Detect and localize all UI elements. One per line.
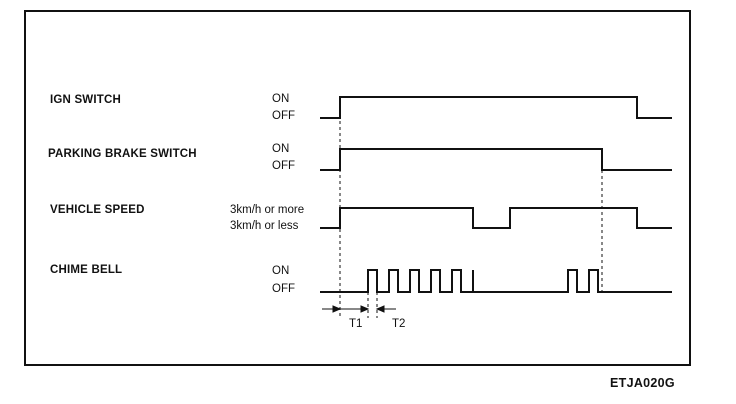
t2-arrow-left bbox=[375, 305, 385, 313]
signal-name-chime-bell: CHIME BELL bbox=[50, 264, 123, 276]
signal-name-ign-switch: IGN SWITCH bbox=[50, 94, 121, 106]
ign-switch-on-label: ON bbox=[272, 93, 290, 105]
signal-name-parking-brake-switch: PARKING BRAKE SWITCH bbox=[48, 148, 197, 160]
parking-brake-on-label: ON bbox=[272, 143, 290, 155]
vehicle-speed-low-label: 3km/h or less bbox=[230, 220, 299, 232]
vehicle-speed-waveform bbox=[320, 207, 672, 229]
diagram-frame bbox=[24, 10, 691, 366]
ign-switch-waveform bbox=[320, 96, 672, 119]
signal-name-vehicle-speed: VEHICLE SPEED bbox=[50, 204, 145, 216]
t1-arrow-right bbox=[360, 305, 370, 313]
t2-label: T2 bbox=[392, 318, 406, 330]
vehicle-speed-high-label: 3km/h or more bbox=[230, 204, 305, 216]
t1-label: T1 bbox=[349, 318, 363, 330]
chime-bell-on-label: ON bbox=[272, 265, 290, 277]
figure-id: ETJA020G bbox=[610, 376, 675, 390]
chime-bell-off-label: OFF bbox=[272, 283, 295, 295]
parking-brake-off-label: OFF bbox=[272, 160, 295, 172]
chime-bell-waveform bbox=[320, 269, 672, 293]
t1-arrow-left bbox=[332, 305, 342, 313]
ign-switch-off-label: OFF bbox=[272, 110, 295, 122]
parking-brake-waveform bbox=[320, 148, 672, 171]
